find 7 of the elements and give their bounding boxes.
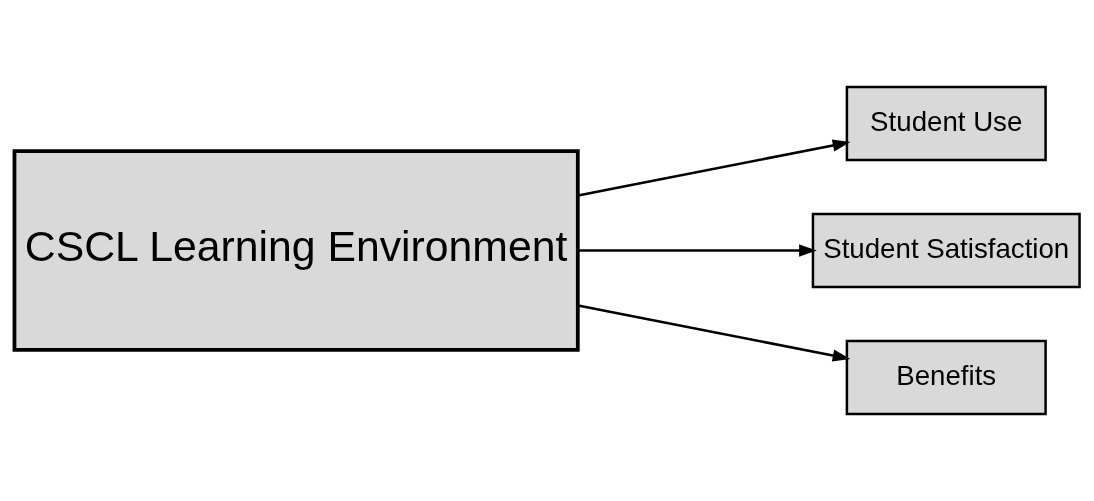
node-box: Student Satisfaction <box>811 212 1081 289</box>
arrow <box>578 244 817 257</box>
node-box: Benefits <box>845 339 1047 416</box>
arrow <box>577 139 851 197</box>
node-box: Student Use <box>845 85 1047 162</box>
arrow <box>577 304 851 362</box>
node-box: CSCL Learning Environment <box>12 149 580 352</box>
